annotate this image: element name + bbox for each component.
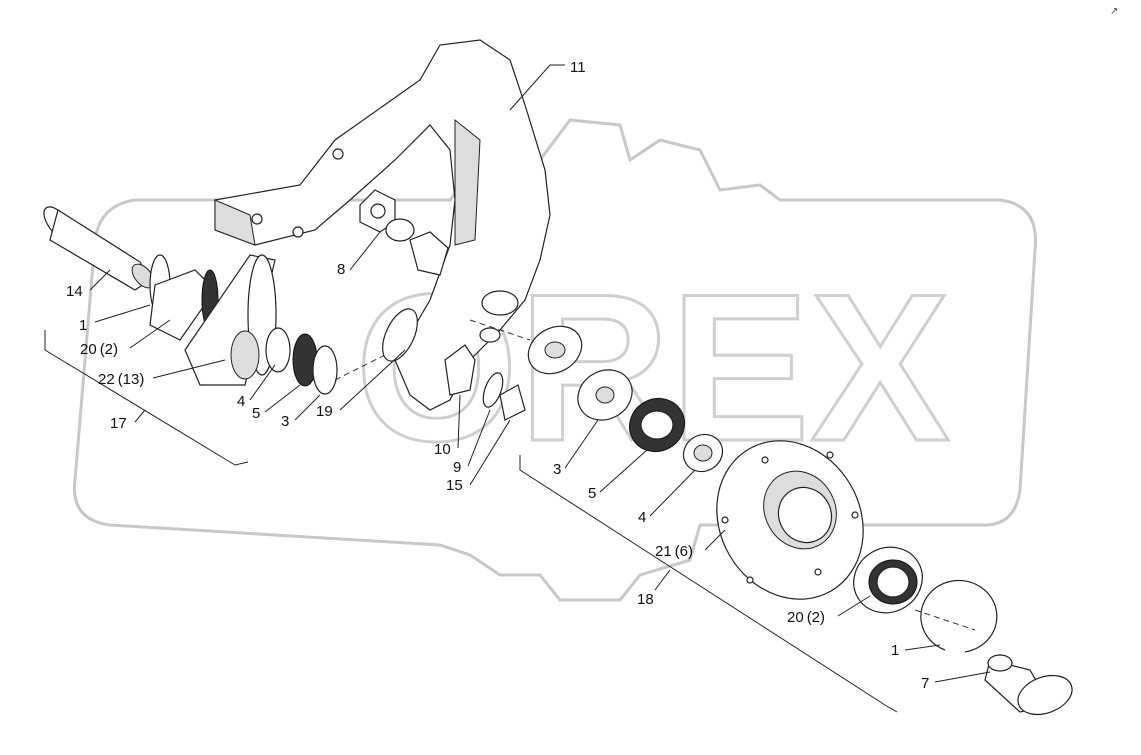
label-10: 10 <box>434 441 451 458</box>
label-17: 17 <box>110 415 127 432</box>
label-19: 19 <box>316 403 333 420</box>
label-7: 7 <box>921 675 929 692</box>
label-11: 11 <box>570 59 586 76</box>
washer-part-3 <box>312 345 338 395</box>
leader-lines <box>89 64 991 683</box>
washer-part-9 <box>482 372 504 408</box>
corner-mark: ↗ <box>1110 6 1118 17</box>
plate-part-10 <box>444 344 476 396</box>
label-14: 14 <box>66 283 83 300</box>
label-4-right: 4 <box>638 509 646 526</box>
bracket-part-11 <box>214 39 551 411</box>
label-8: 8 <box>337 261 345 278</box>
group-bracket-17 <box>44 330 249 466</box>
label-18: 18 <box>637 591 654 608</box>
label-5-right: 5 <box>588 485 596 502</box>
pin-part-14 <box>43 206 155 291</box>
ring-part-4 <box>265 327 291 373</box>
right-hub-flange-part-21 <box>716 440 864 600</box>
label-3-left: 3 <box>281 413 289 430</box>
label-4-left: 4 <box>237 393 245 410</box>
circlip-part-1-right <box>920 579 998 653</box>
label-1-right: 1 <box>891 642 899 659</box>
right-seal-stack <box>527 325 724 473</box>
bearing-part-20-right <box>853 546 923 614</box>
label-21: 21 (6) <box>655 543 693 560</box>
label-5-left: 5 <box>252 405 260 422</box>
group-bracket-18 <box>519 455 898 713</box>
middle-small-parts <box>359 189 531 421</box>
label-20-left: 20 (2) <box>80 341 118 358</box>
label-15: 15 <box>446 477 463 494</box>
label-9: 9 <box>453 459 461 476</box>
label-3-right: 3 <box>553 461 561 478</box>
label-1-left: 1 <box>79 317 87 334</box>
left-hub-assembly <box>149 254 386 395</box>
callout-labels: 11 14 1 20 (2) 22 (13) 17 4 5 3 19 8 10 … <box>66 59 929 692</box>
label-22: 22 (13) <box>98 371 144 388</box>
pin-part-7 <box>984 654 1073 716</box>
label-20-right: 20 (2) <box>787 609 825 626</box>
washer-part-19 <box>382 308 418 362</box>
nut-part-15 <box>499 384 526 421</box>
